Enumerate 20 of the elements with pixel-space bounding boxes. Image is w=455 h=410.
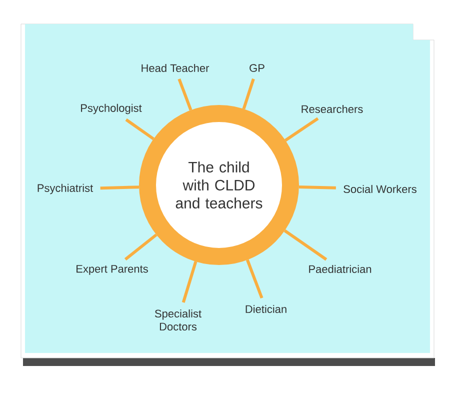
spoke-line (100, 186, 140, 190)
role-label: Specialist Doctors (154, 309, 202, 331)
role-label: Expert Parents (76, 265, 148, 275)
role-label: Researchers (302, 104, 363, 114)
role-label: Dietician (246, 304, 286, 314)
spoke-line (242, 78, 255, 110)
spoke-line (178, 78, 192, 111)
spoke-line (125, 118, 154, 140)
spoke-line (182, 261, 198, 303)
spoke-line (284, 229, 328, 261)
spoke-line (284, 117, 319, 142)
spoke-line (124, 234, 158, 261)
spoke-line (246, 259, 264, 299)
role-label: Head Teacher (142, 64, 210, 72)
role-label: Social Workers (344, 184, 416, 194)
spoke-line (298, 185, 336, 190)
role-label: Psychiatrist (38, 184, 94, 194)
role-label: Psychologist (81, 104, 142, 114)
role-label: Paediatrician (309, 264, 372, 274)
role-label: GP (250, 64, 264, 72)
